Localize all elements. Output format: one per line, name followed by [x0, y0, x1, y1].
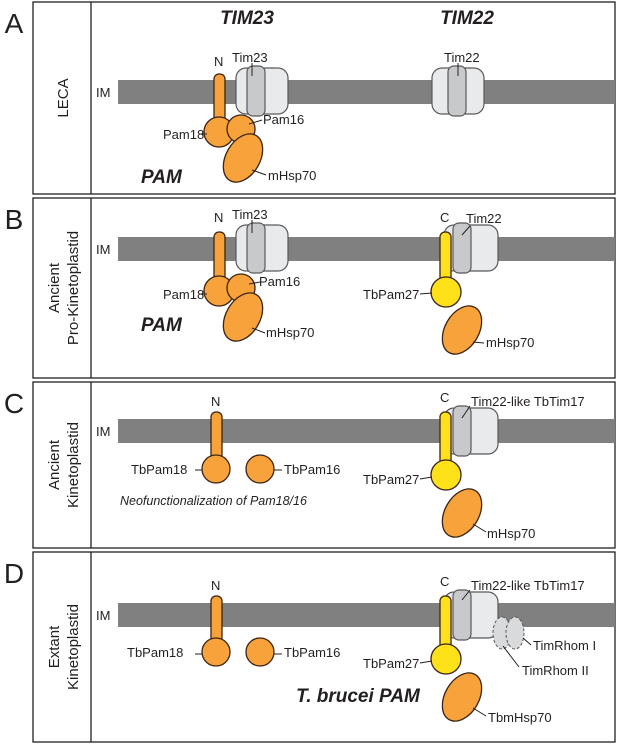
- timrhom-i-leader: [522, 637, 532, 646]
- tim22-like-leader: [461, 405, 471, 419]
- tbpam18-domain: [201, 637, 231, 667]
- tim22-like-leader: [461, 589, 471, 601]
- pam18-anchor: [213, 231, 226, 283]
- tim22-like-channel-core: [452, 405, 472, 457]
- n-terminus-label: N: [214, 54, 223, 69]
- panel-d-frame: [32, 551, 616, 743]
- tbpam27-leader: [419, 292, 433, 295]
- pam-label: PAM: [141, 167, 183, 188]
- tbmhsp70-label: TbmHsp70: [488, 710, 552, 725]
- mhsp70-leader: [251, 169, 267, 176]
- tim22-channel-core: [452, 222, 472, 274]
- membrane: [118, 237, 615, 261]
- c-terminus-label: C: [440, 390, 449, 405]
- side-label-b-line1: Ancient: [46, 262, 63, 313]
- panel-b: IM N Tim23 Pam18 Pam16 mHsp70 PAM C Tim2…: [96, 207, 615, 355]
- pam16-label: Pam16: [259, 274, 300, 289]
- header-tim23: TIM23: [220, 8, 274, 29]
- membrane-label: IM: [96, 85, 110, 100]
- tim22-like-channel-core: [452, 589, 472, 641]
- membrane: [118, 419, 615, 443]
- tbpam16-domain: [245, 454, 275, 484]
- tbpam27-leader: [419, 660, 433, 664]
- pam18-label: Pam18: [163, 287, 204, 302]
- side-label-d-line2: Kinetoplastid: [65, 604, 82, 690]
- mhsp70-right: [441, 305, 483, 355]
- membrane-label: IM: [96, 424, 110, 439]
- tbpam18-label: TbPam18: [131, 462, 187, 477]
- mhsp70-label: mHsp70: [268, 168, 316, 183]
- panel-letter-b: B: [5, 204, 24, 235]
- panel-c-frame: [32, 381, 616, 549]
- tbpam27-domain: [430, 643, 462, 675]
- mhsp70-right-leader: [472, 523, 487, 533]
- tim22-channel-core: [447, 65, 467, 117]
- tbmhsp70: [441, 672, 483, 722]
- panel-b-frame: [32, 197, 616, 379]
- pam-label: PAM: [141, 315, 183, 336]
- c-terminus-label: C: [440, 574, 449, 589]
- panel-letter-d: D: [4, 558, 24, 589]
- membrane-label: IM: [96, 608, 110, 623]
- tbpam16-label: TbPam16: [284, 645, 340, 660]
- side-label-b-line2: Pro-Kinetoplastid: [65, 231, 82, 345]
- tbpam18-label: TbPam18: [127, 645, 183, 660]
- n-terminus-label: N: [211, 394, 220, 409]
- timrhom-ii-leader: [502, 645, 520, 668]
- tim22-like-label: Tim22-like TbTim17: [471, 578, 585, 593]
- side-label-d-line1: Extant: [46, 625, 63, 668]
- panel-letter-c: C: [4, 388, 24, 419]
- tbpam27-label: TbPam27: [363, 656, 419, 671]
- tim22-label: Tim22: [444, 50, 480, 65]
- pam16-leader: [248, 119, 263, 125]
- tbpam27-leader: [419, 476, 433, 480]
- panel-c: IM N TbPam18 TbPam16 Neofunctionalizatio…: [96, 390, 615, 541]
- mhsp70-right-leader: [472, 341, 485, 344]
- panel-a: IM N Tim23 Pam18 Pam16 mHsp70 PAM Tim22: [96, 50, 615, 188]
- tim22-label: Tim22: [466, 211, 502, 226]
- neofunctionalization-note: Neofunctionalization of Pam18/16: [120, 494, 307, 508]
- tbpam27-label: TbPam27: [363, 287, 419, 302]
- mhsp70-label: mHsp70: [266, 325, 314, 340]
- tbpam27-anchor: [439, 231, 452, 285]
- membrane: [118, 603, 615, 627]
- panel-letter-a: A: [5, 8, 24, 39]
- mhsp70-leader: [251, 327, 266, 334]
- mhsp70-right: [441, 488, 483, 538]
- mhsp70-right-label: mHsp70: [487, 526, 535, 541]
- c-terminus-label: C: [440, 210, 449, 225]
- membrane-label: IM: [96, 242, 110, 257]
- pam16-leader: [248, 281, 261, 285]
- timrhom-i-label: TimRhom I: [533, 638, 596, 653]
- tbmhsp70-leader: [472, 707, 487, 717]
- tbpam27-domain: [430, 459, 462, 491]
- panel-d: IM N TbPam18 TbPam16 C Tim22-like TbTim1…: [96, 574, 615, 725]
- membrane: [118, 80, 615, 104]
- tbpam18-domain: [201, 454, 231, 484]
- tbpam16-domain: [245, 637, 275, 667]
- n-terminus-label: N: [214, 210, 223, 225]
- tbpam27-domain: [430, 276, 462, 308]
- tim23-label: Tim23: [232, 50, 268, 65]
- t-brucei-pam-label: T. brucei PAM: [296, 686, 421, 707]
- tim23-channel-core: [246, 65, 266, 117]
- timrhom-ii-label: TimRhom II: [522, 663, 589, 678]
- side-label-c-line1: Ancient: [46, 439, 63, 490]
- mhsp70-right-label: mHsp70: [486, 335, 534, 350]
- n-terminus-label: N: [211, 578, 220, 593]
- tim23-label: Tim23: [232, 207, 268, 222]
- tbpam16-label: TbPam16: [284, 462, 340, 477]
- pam16-label: Pam16: [263, 112, 304, 127]
- tim23-channel-core: [246, 222, 266, 274]
- side-label-c-line2: Kinetoplastid: [65, 422, 82, 508]
- tim22-leader: [461, 225, 471, 236]
- timrhom-i: [505, 616, 525, 650]
- header-tim22: TIM22: [440, 8, 494, 29]
- pam18-label: Pam18: [163, 127, 204, 142]
- side-label-a: LECA: [55, 78, 72, 117]
- mhsp70: [222, 292, 264, 342]
- tbpam27-label: TbPam27: [363, 472, 419, 487]
- tim22-like-label: Tim22-like TbTim17: [471, 394, 585, 409]
